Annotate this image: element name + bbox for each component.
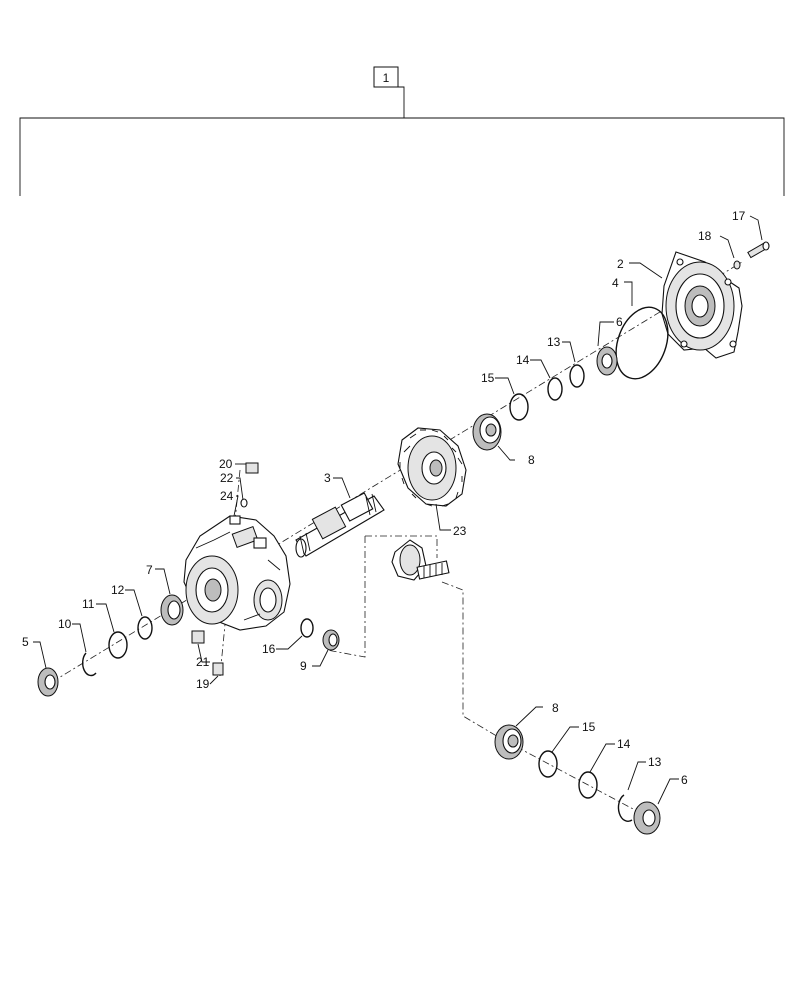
- callout-6-lower: 6: [681, 773, 688, 787]
- callout-9: 9: [300, 659, 307, 673]
- callout-18: 18: [698, 229, 712, 243]
- callout-10: 10: [58, 617, 72, 631]
- callout-16: 16: [262, 642, 276, 656]
- callout-5: 5: [22, 635, 29, 649]
- callout-8-lower: 8: [552, 701, 559, 715]
- input-shaft: [295, 492, 385, 558]
- callout-15-upper: 15: [481, 371, 495, 385]
- bevel-ring-gear: [397, 427, 467, 507]
- callout-19: 19: [196, 677, 210, 691]
- assembly-label: 1: [383, 71, 390, 85]
- cover-flange: [661, 251, 743, 359]
- housing-seal: [160, 594, 184, 626]
- callout-21: 21: [196, 655, 210, 669]
- callout-11: 11: [82, 597, 95, 611]
- callout-24: 24: [220, 489, 234, 503]
- bearing-upper: [472, 413, 502, 451]
- callout-3: 3: [324, 471, 331, 485]
- callout-6-upper: 6: [616, 315, 623, 329]
- ring-12: [137, 616, 153, 640]
- callout-7: 7: [146, 563, 153, 577]
- ring-16: [300, 618, 314, 638]
- callout-13-upper: 13: [547, 335, 561, 349]
- ring-11: [108, 631, 128, 659]
- callout-14-lower: 14: [617, 737, 631, 751]
- callout-12: 12: [111, 583, 125, 597]
- snap-ring-10: [81, 652, 97, 677]
- callout-20: 20: [219, 457, 233, 471]
- plug-top: [245, 462, 259, 474]
- snap-ring-lower: [617, 794, 633, 822]
- seal-lower: [633, 801, 661, 835]
- bolt: [747, 241, 770, 259]
- seal-upper: [596, 346, 618, 376]
- end-seal: [37, 667, 59, 697]
- plug-bottom: [212, 662, 224, 676]
- bearing-lower: [494, 724, 524, 760]
- callout-15-lower: 15: [582, 720, 596, 734]
- shim-upper: [509, 393, 529, 421]
- o-ring: [615, 306, 669, 380]
- gearbox-housing: [183, 515, 291, 631]
- ring-lower: [578, 771, 598, 799]
- callout-4: 4: [612, 276, 619, 290]
- callout-17: 17: [732, 209, 746, 223]
- pinion-gear: [391, 539, 450, 581]
- ring-upper: [547, 377, 563, 401]
- callout-22: 22: [220, 471, 234, 485]
- assembly-bracket: 1: [19, 66, 785, 196]
- center-axes: [51, 261, 743, 819]
- snap-ring-upper: [569, 364, 585, 388]
- callout-8-upper: 8: [528, 453, 535, 467]
- callout-13-lower: 13: [648, 755, 662, 769]
- washer: [733, 260, 741, 270]
- callout-labels: 2 3 4 5 6 6 7 8 8 9 10 11 12 13 13 14 14…: [22, 209, 746, 787]
- callout-23: 23: [453, 524, 467, 538]
- callout-2: 2: [617, 257, 624, 271]
- housing-boss: [229, 515, 241, 525]
- shim-lower: [538, 750, 558, 778]
- fitting: [191, 630, 205, 644]
- bearing-cup: [322, 629, 340, 651]
- plug-washer: [240, 498, 248, 508]
- callout-14-upper: 14: [516, 353, 530, 367]
- callout-leaders: [33, 215, 763, 805]
